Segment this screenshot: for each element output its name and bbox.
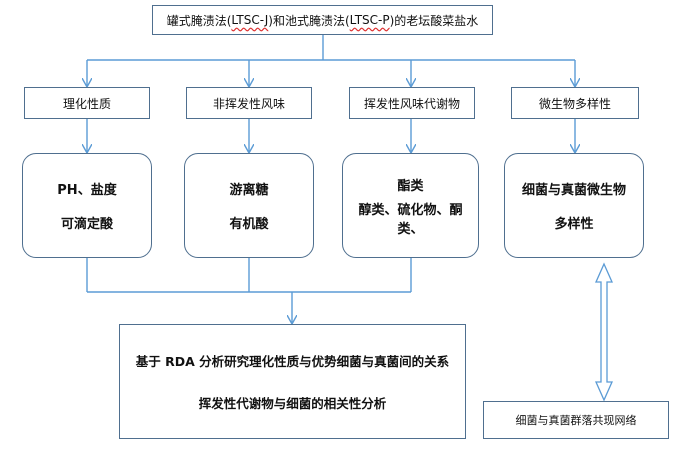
title-suffix: )的老坛酸菜盐水 [389,13,479,28]
network-label: 细菌与真菌群落共现网络 [515,414,637,427]
card-line-1: PH、盐度 [57,183,117,199]
card-line-1: 游离糖 [229,183,269,199]
detail-card-volatile: 酯类 醇类、硫化物、酮类、 [342,153,479,258]
card-line-2: 可滴定酸 [60,216,113,232]
card-line-1: 酯类 [397,178,424,194]
title-mid: )和池式腌渍法( [268,13,350,28]
result-line-1: 基于 RDA 分析研究理化性质与优势细菌与真菌间的关系 [135,353,450,369]
category-label: 非挥发性风味 [212,96,285,111]
category-box-physicochemical: 理化性质 [24,87,150,119]
title-prefix: 罐式腌渍法( [166,13,232,28]
category-label: 理化性质 [62,96,111,111]
card-line-2: 多样性 [554,216,594,232]
source-title-box: 罐式腌渍法(LTSC-J)和池式腌渍法(LTSC-P)的老坛酸菜盐水 [152,5,493,35]
detail-card-microbial: 细菌与真菌微生物 多样性 [504,153,644,258]
category-label: 微生物多样性 [538,96,611,111]
card-line-1: 细菌与真菌微生物 [521,183,626,199]
category-box-microbial: 微生物多样性 [511,87,639,119]
card-line-2: 有机酸 [229,216,269,232]
title-code-j: LTSC-J [231,13,269,27]
detail-card-nonvolatile: 游离糖 有机酸 [184,153,314,258]
category-box-volatile: 挥发性风味代谢物 [349,87,475,119]
card-line-2: 醇类、硫化物、酮类、 [358,202,463,237]
detail-card-physicochemical: PH、盐度 可滴定酸 [22,153,152,258]
cooccurrence-network-box: 细菌与真菌群落共现网络 [483,401,669,439]
double-arrow [594,262,614,402]
title-code-p: LTSC-P [349,13,390,27]
category-label: 挥发性风味代谢物 [363,96,460,111]
result-line-2: 挥发性代谢物与细菌的相关性分析 [198,396,387,412]
analysis-result-box: 基于 RDA 分析研究理化性质与优势细菌与真菌间的关系 挥发性代谢物与细菌的相关… [119,324,466,439]
category-box-nonvolatile: 非挥发性风味 [186,87,312,119]
